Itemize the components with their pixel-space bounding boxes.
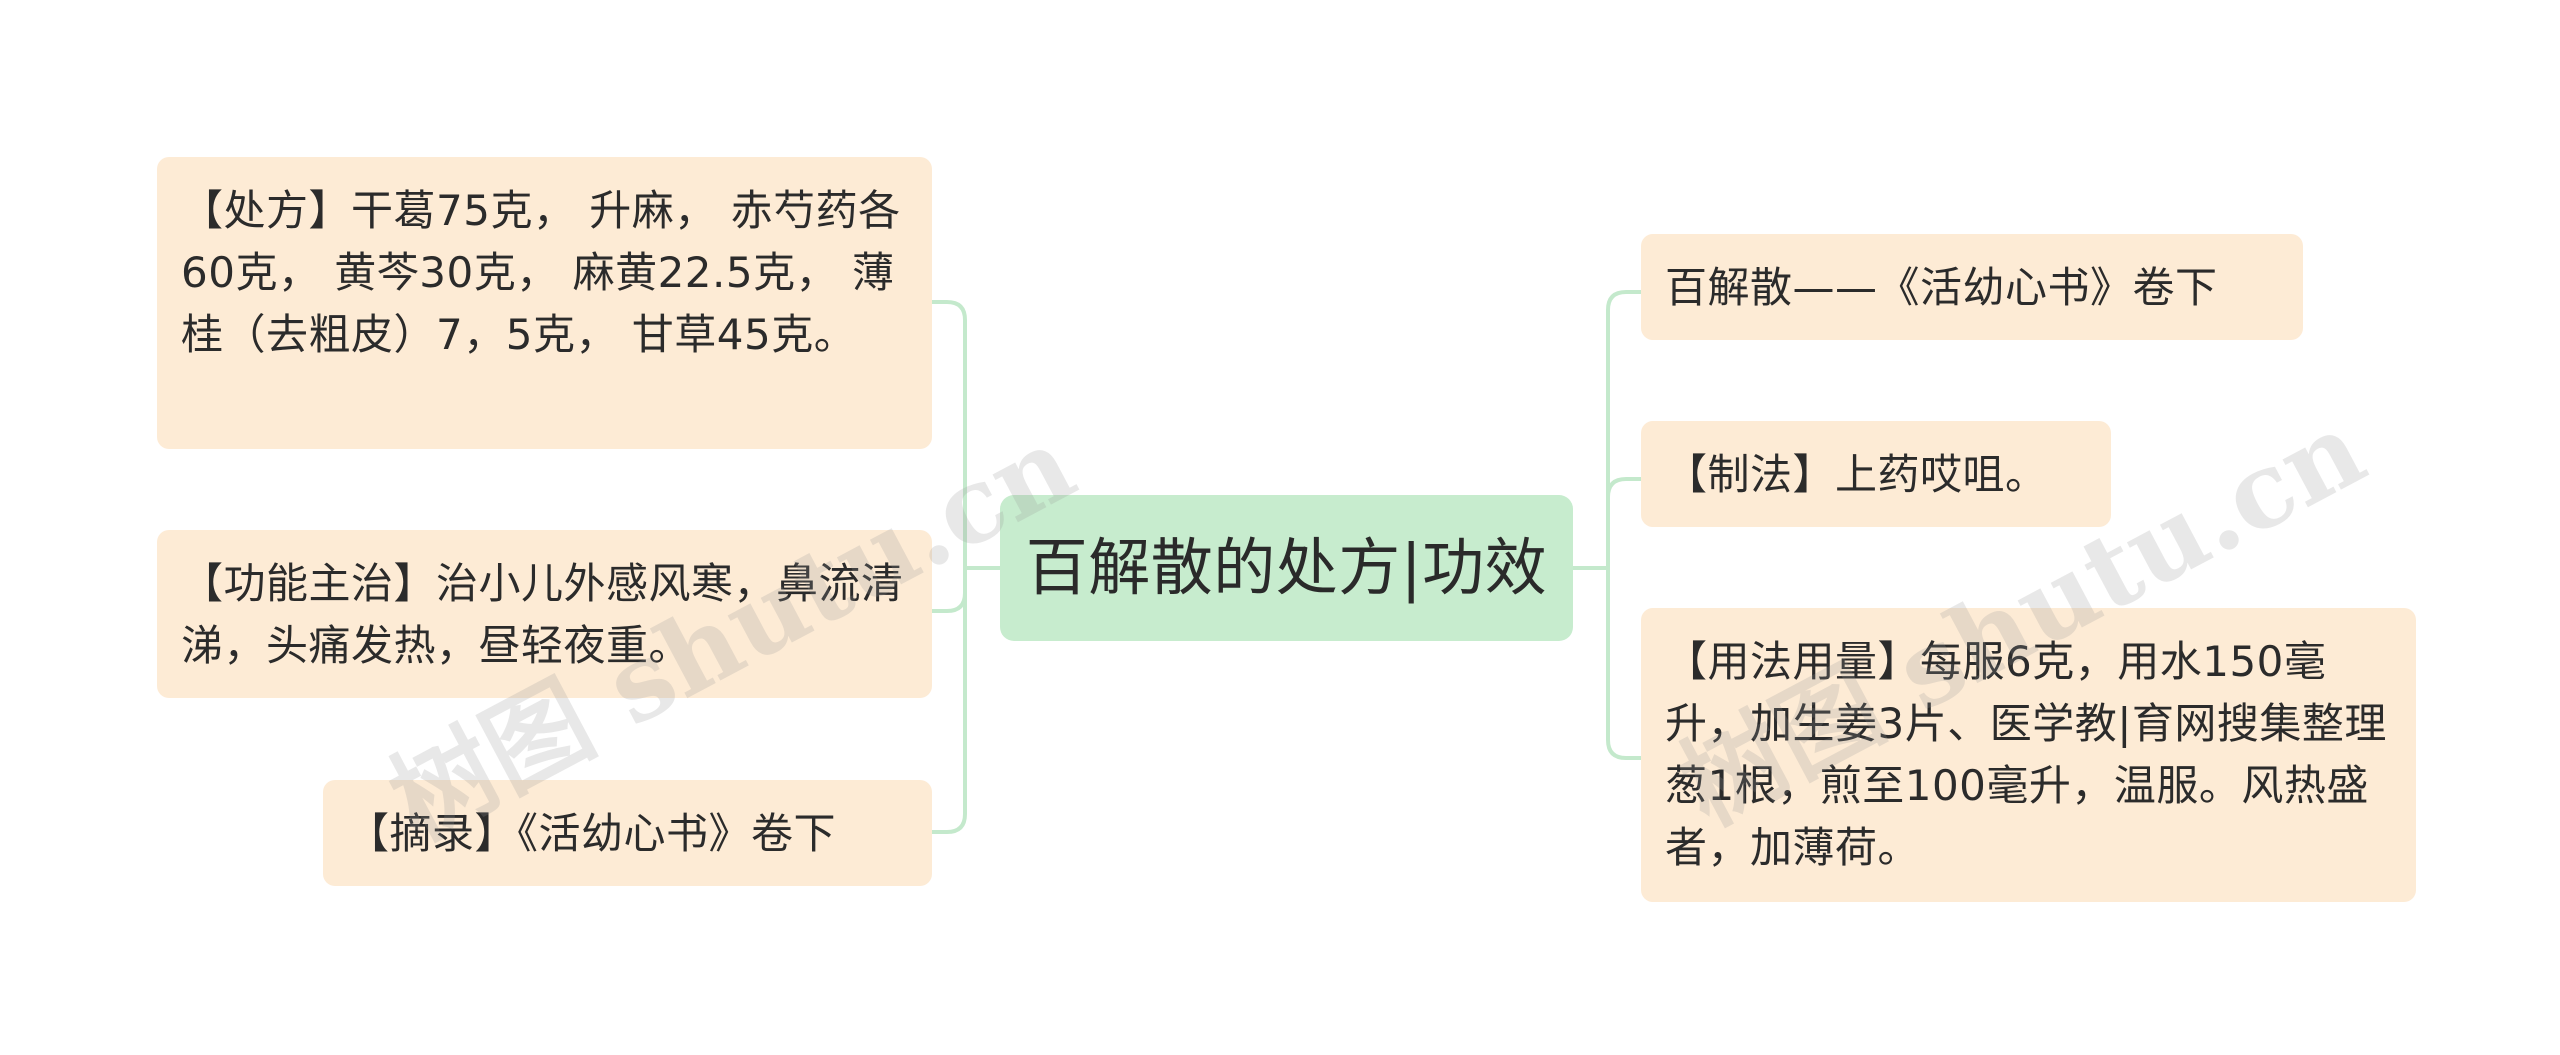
right-node-dosage[interactable]: 【用法用量】每服6克，用水150毫升，加生姜3片、医学教|育网搜集整理葱1根，煎…	[1641, 608, 2416, 902]
left-node-prescription[interactable]: 【处方】干葛75克， 升麻， 赤芍药各60克， 黄芩30克， 麻黄22.5克， …	[157, 157, 932, 449]
right-node-preparation[interactable]: 【制法】上药哎咀。	[1641, 421, 2111, 527]
right-node-source[interactable]: 百解散——《活幼心书》卷下	[1641, 234, 2303, 340]
right-node-preparation-text: 【制法】上药哎咀。	[1665, 450, 2048, 499]
root-node-label: 百解散的处方|功效	[1025, 531, 1548, 604]
connector-left-trunk	[930, 300, 967, 834]
left-node-prescription-text: 【处方】干葛75克， 升麻， 赤芍药各60克， 黄芩30克， 麻黄22.5克， …	[181, 186, 901, 359]
left-node-indications[interactable]: 【功能主治】治小儿外感风寒，鼻流清涕，头痛发热，昼轻夜重。	[157, 530, 932, 698]
left-node-excerpt[interactable]: 【摘录】《活幼心书》卷下	[323, 780, 932, 886]
left-node-indications-text: 【功能主治】治小儿外感风寒，鼻流清涕，头痛发热，昼轻夜重。	[181, 559, 904, 670]
right-node-dosage-text: 【用法用量】每服6克，用水150毫升，加生姜3片、医学教|育网搜集整理葱1根，煎…	[1665, 637, 2387, 872]
right-node-source-text: 百解散——《活幼心书》卷下	[1665, 263, 2218, 312]
connector-left-2	[930, 591, 967, 613]
connector-right-trunk	[1606, 290, 1643, 760]
root-node[interactable]: 百解散的处方|功效	[1000, 495, 1573, 641]
connector-right-2	[1606, 477, 1643, 499]
left-node-excerpt-text: 【摘录】《活幼心书》卷下	[347, 809, 837, 858]
